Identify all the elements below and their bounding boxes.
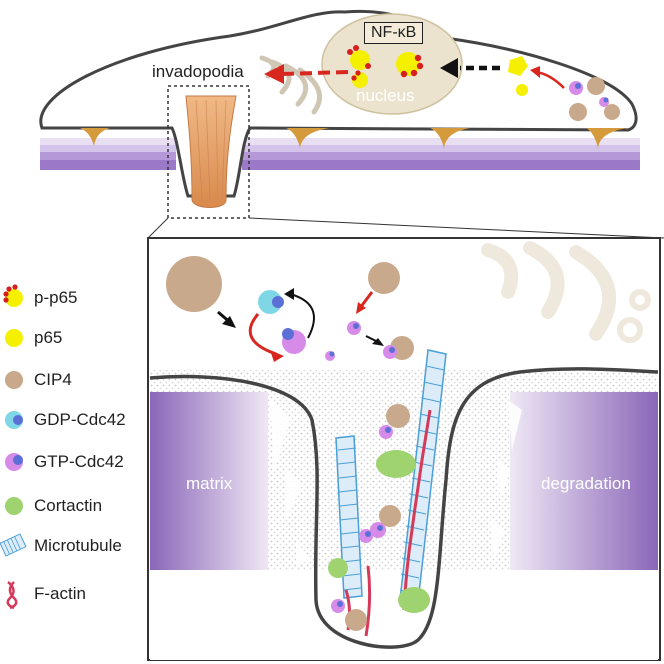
- invadopodia-label: invadopodia: [152, 62, 244, 81]
- nucleus-label: nucleus: [356, 86, 415, 105]
- legend-label-cip4: CIP4: [34, 370, 72, 389]
- cell-outline: [39, 9, 638, 198]
- legend-label-gtp-cdc42: GTP-Cdc42: [34, 452, 124, 471]
- focal-adhesions: [44, 128, 628, 148]
- invadopodium-membrane: [149, 367, 659, 649]
- p-p65-complex-nucleus: [347, 45, 424, 88]
- microtubule-left: [335, 435, 363, 599]
- legend-label-f-actin: F-actin: [34, 584, 86, 603]
- p65-cytoplasm: [508, 56, 528, 96]
- f-actin-icon: [6, 581, 18, 610]
- nfkb-label: NF-κB: [364, 22, 424, 44]
- cortactin-icon: [5, 497, 23, 515]
- legend-label-gdp-cdc42: GDP-Cdc42: [34, 410, 126, 429]
- legend-label-microtubule: Microtubule: [34, 536, 122, 555]
- matrix-block-left: [150, 392, 268, 570]
- nucleus: [321, 13, 463, 115]
- invadopodium-proteins: [328, 404, 430, 631]
- zoom-box: [167, 85, 250, 219]
- legend-label-cortactin: Cortactin: [34, 496, 103, 515]
- degradation-label: degradation: [541, 474, 631, 493]
- arrow-to-nucleus: [440, 58, 500, 78]
- legend-label-p65: p65: [34, 328, 63, 347]
- invadopodium-protrusion: [185, 95, 237, 208]
- legend-icons: [0, 284, 27, 610]
- gtp-cdc42-icon: [5, 453, 23, 471]
- cip4-cdc42-top: [569, 77, 620, 121]
- p65-icon: [5, 329, 23, 347]
- red-curved-arrow-top: [530, 66, 565, 89]
- zoom-panel: [147, 237, 661, 661]
- gdp-cdc42-icon: [5, 411, 23, 429]
- matrix-layer-top: [40, 135, 640, 175]
- arrow-to-invadopodia: [264, 64, 349, 84]
- legend-label-p-p65: p-p65: [34, 288, 78, 307]
- microtubule-icon: [0, 533, 27, 557]
- matrix-label: matrix: [186, 474, 233, 493]
- matrix-block-right: [510, 392, 658, 570]
- p-p65-icon: [3, 284, 23, 307]
- signaling-cycle: [166, 256, 414, 362]
- cip4-icon: [5, 371, 23, 389]
